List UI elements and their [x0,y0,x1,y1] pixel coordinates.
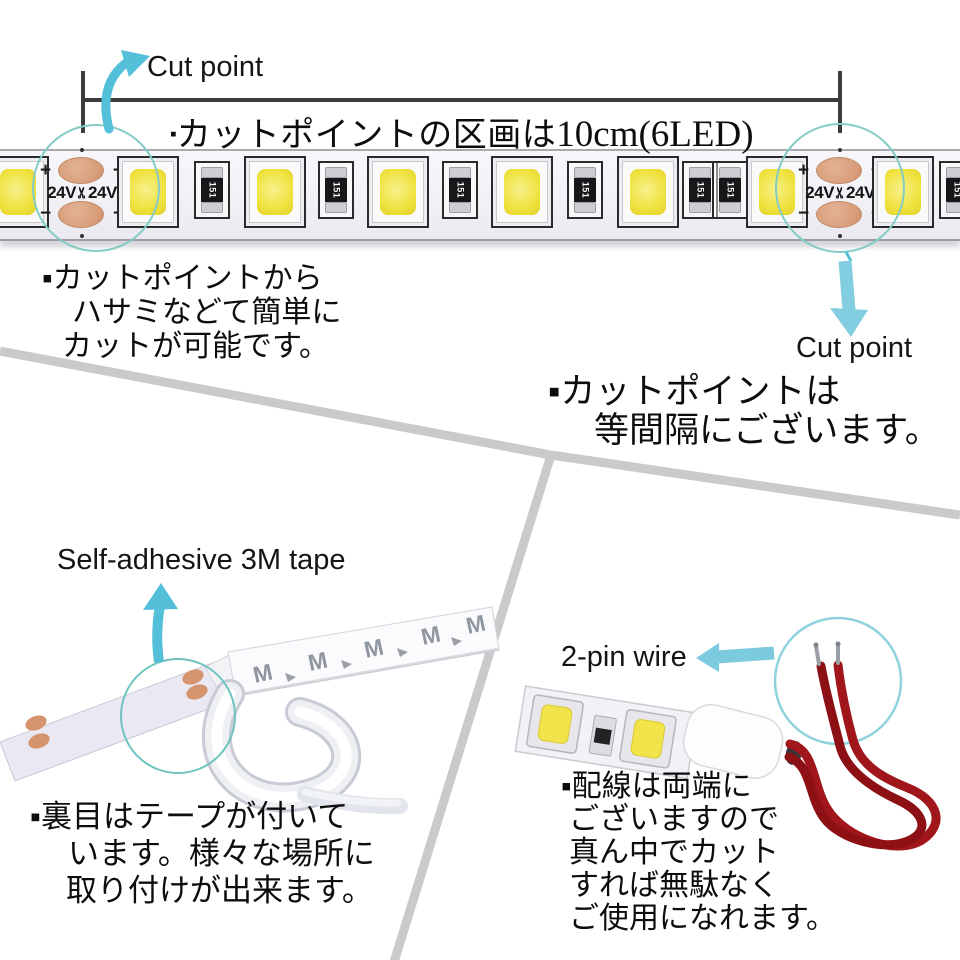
resistor: 151 [712,161,748,219]
self-adhesive-label: Self-adhesive 3M tape [57,544,346,576]
down-arrow-icon [830,260,868,337]
wire-pins [813,641,841,666]
two-pin-wire-label: 2-pin wire [561,641,687,673]
title-latin-text: 10cm(6LED) [556,114,754,155]
svg-text:M: M [306,646,330,675]
led-module [872,156,934,228]
title-bullet: ▪ [170,124,177,145]
cut-point-label-right: Cut point [796,332,913,364]
led-module [117,156,179,228]
section-title: ▪カットポイントの区画は10cm(6LED) [170,107,754,156]
svg-text:M: M [464,609,488,638]
title-jp-text: カットポイントの区画は [176,116,557,154]
svg-text:M: M [419,620,443,649]
resistor: 151 [442,161,478,219]
highlight-circle-wire [773,616,903,746]
scissors-icon: ✂ [73,186,91,200]
curved-arrow-icon [101,50,150,134]
note-tape-backing: ▪裏目はテープが付いて います。様々な場所に 取り付けが出来ます。 [30,799,375,908]
note-cut-easily: ▪カットポイントから ハサミなどて簡単に カットが可能です。 [42,262,342,363]
highlight-circle-tape [120,658,236,774]
left-arrow-icon [696,643,775,672]
resistor: 151 [194,161,230,219]
cut-point-pads: ++24V✂24V−− [40,157,124,229]
note-wires-both-ends: ▪配線は両端に ございますので 真ん中でカット すれば無駄なく ご使用になれます… [561,770,836,935]
led-strip-photo: ++24V✂24V−− 151 151 151 151 151 151 ++24V✂24V−−… [0,149,960,241]
resistor: 151 [939,161,960,219]
cut-point-pads: ++24V✂24V−− [798,157,882,229]
led-module [617,156,679,228]
led-module [491,156,553,228]
resistor: 151 [318,161,354,219]
divider-vertical [389,453,556,960]
led-module [367,156,429,228]
circle-arrow-connector [844,251,853,262]
led-module [244,156,306,228]
up-arrow-icon [143,583,178,663]
cut-point-label-top: Cut point [147,51,264,83]
note-equal-spacing: ▪カットポイントは 等間隔にございます。 [548,372,940,450]
scissors-icon: ✂ [831,186,849,200]
svg-text:M: M [251,658,275,687]
resistor: 151 [567,161,603,219]
svg-text:M: M [362,633,386,662]
